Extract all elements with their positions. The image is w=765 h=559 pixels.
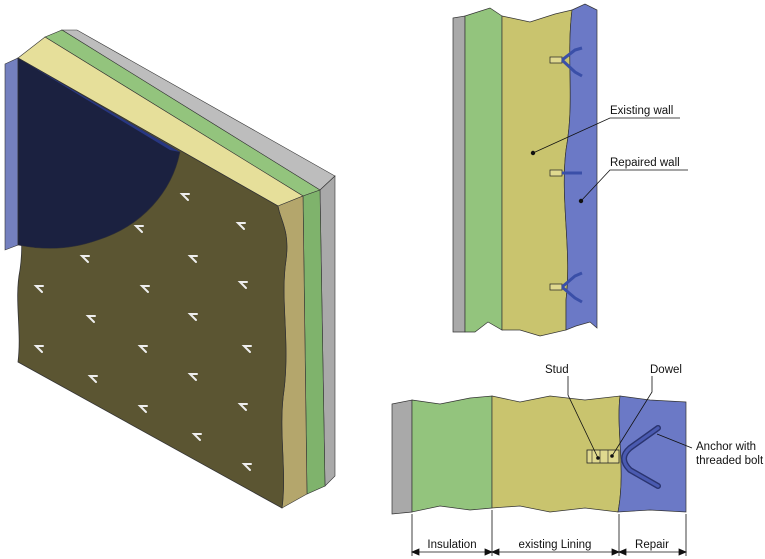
anchor-icon	[137, 345, 148, 353]
dimension-line	[410, 510, 688, 556]
anchor-icon	[137, 405, 148, 413]
anchor-icon	[33, 345, 44, 353]
existing-wall-label: Existing wall	[610, 105, 673, 117]
vsec-green-layer	[464, 7, 503, 333]
anchor-icon	[237, 281, 248, 289]
anchor-icon	[241, 345, 252, 353]
repaired-wall-label: Repaired wall	[610, 157, 680, 169]
anchor-label-line1: Anchor with	[696, 441, 756, 453]
insulation-label: Insulation	[427, 539, 476, 551]
iso-repair-panel	[17, 57, 181, 249]
horizontal-section: Stud Dowel Anchor with threaded bolt Ins…	[391, 364, 764, 556]
hsec-gray-layer	[391, 399, 413, 515]
anchor-icon	[235, 222, 246, 230]
hsec-blue-layer	[617, 395, 687, 513]
iso-repair-panel-edge	[4, 57, 19, 251]
vsec-anchor-bottom	[549, 271, 583, 304]
anchor-icon	[187, 255, 198, 263]
anchor-icon	[237, 403, 248, 411]
anchor-icon	[191, 433, 202, 441]
isometric-wall	[4, 29, 336, 509]
iso-anchors	[33, 193, 252, 471]
existing-wall-leader	[532, 117, 680, 154]
stud-leader	[567, 376, 599, 459]
anchor-label-line2: threaded bolt	[696, 455, 764, 467]
anchor-icon	[179, 193, 190, 201]
anchor-icon	[241, 463, 252, 471]
anchor-icon	[187, 313, 198, 321]
dowel-leader	[611, 376, 653, 457]
anchor-icon	[139, 285, 150, 293]
vsec-anchor-middle	[549, 169, 582, 177]
vsec-anchor-top	[549, 46, 583, 78]
anchor-icon	[33, 285, 44, 293]
anchor-icon	[79, 255, 90, 263]
stud-label: Stud	[545, 364, 569, 376]
stud-element	[586, 449, 620, 464]
hsec-green-layer	[411, 395, 493, 513]
anchor-leader	[656, 433, 693, 449]
repaired-wall-leader	[580, 169, 688, 202]
anchor-icon	[85, 315, 96, 323]
vertical-section: Existing wall Repaired wall	[452, 3, 688, 337]
vsec-gray-layer	[452, 15, 466, 333]
existing-lining-label: existing Lining	[519, 539, 592, 551]
anchor-icon	[87, 375, 98, 383]
dowel-label: Dowel	[650, 364, 682, 376]
anchor-icon	[187, 373, 198, 381]
repair-label: Repair	[635, 539, 669, 551]
anchor-icon	[133, 225, 144, 233]
